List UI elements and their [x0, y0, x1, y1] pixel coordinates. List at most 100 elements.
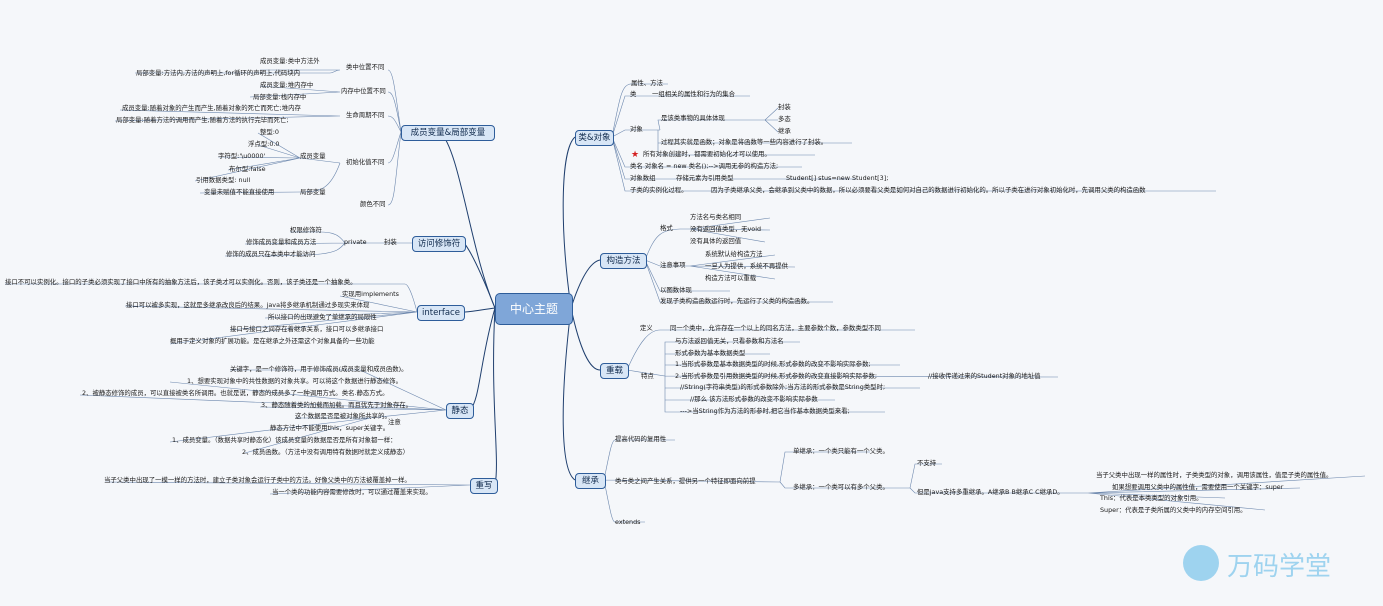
- co-item: 是该类事物的具体体现: [661, 114, 725, 122]
- mv-group-location: 类中位置不同: [346, 63, 385, 71]
- interface-item: 实现用implements: [342, 290, 399, 298]
- co-item: 继承: [778, 127, 791, 135]
- static-item: 静态方法中不能使用this，super关键字。: [270, 424, 390, 432]
- mv-item: 整型:0: [260, 128, 280, 136]
- co-item: 一组相关的属性和行为的集合: [652, 90, 736, 98]
- co-obj-array-label: 对象数组: [630, 174, 656, 182]
- co-item: 封装: [778, 103, 791, 111]
- inh-item: 多继承：一个类可以有多个父类。: [793, 483, 889, 491]
- mv-group-memory: 内存中位置不同: [341, 87, 386, 95]
- ov-item: 2.当形式参数是引用数据类型的时候,形式参数的改变直接影响实际参数;: [675, 372, 877, 380]
- ov-item: --->当String作为方法的形参时,把它当作基本数据类型来看;: [680, 407, 850, 415]
- co-item: 所有对象创建时，都需要初始化才可以使用。: [643, 150, 771, 158]
- mv-item: 局部变量:栈内存中: [253, 93, 307, 101]
- co-object-label: 对象: [630, 125, 643, 133]
- co-item: 过程其实就是函数；对象是将函数等一些内容进行了封装。: [661, 138, 828, 146]
- mv-item: 局部变量:随着方法的调用而产生,随着方法的执行完毕而死亡;: [116, 116, 289, 124]
- mv-group-color: 颜色不同: [360, 200, 386, 208]
- constructor-node[interactable]: 构造方法: [600, 253, 647, 269]
- ctor-item: 系统默认给构造方法: [705, 250, 763, 258]
- access-item: 权限修饰符: [290, 226, 322, 234]
- inh-item: 不支持: [917, 459, 937, 467]
- interface-item: 接口可以被多实现，这就是多继承改良后的结果。java将多继承机制通过多现实来体现: [126, 301, 370, 309]
- ctor-item: 一旦人为提供，系统不再提供: [705, 262, 789, 270]
- mv-item: 引用数据类型: null: [196, 176, 251, 184]
- static-item: 3、静态随着类的加载而加载。而且优先于对象存在。: [261, 401, 413, 409]
- co-item: 属性、方法: [631, 79, 663, 87]
- inh-item: 提高代码的复用性: [615, 435, 667, 443]
- ctor-notes-label: 注意事项: [660, 261, 686, 269]
- inh-item: 如果想要调用父类中的属性值，需要使用一个关键字：super: [1112, 483, 1284, 491]
- ov-item: 形式参数为基本数据类型: [675, 349, 746, 357]
- mv-item: 局部变量:方法内,方法的声明上,for循环的声明上,代码块内: [136, 69, 301, 77]
- co-item: Student[] stus=new Student[3];: [786, 174, 889, 182]
- access-modifier-node[interactable]: 访问修饰符: [412, 236, 466, 252]
- static-item: 这个数据是否是被对象所共享的。: [295, 412, 391, 420]
- static-item: 2、成员函数。（方法中没有调用特有数据时就定义成静态）: [242, 448, 410, 456]
- ov-define-label: 定义: [640, 324, 653, 332]
- inh-item: 类与类之间产生关系，提供另一个特征即面向前提: [615, 477, 756, 485]
- ctor-item: 方法名与类名相同: [690, 213, 742, 221]
- static-item: 2、被静态修饰的成员，可以直接被类名所调用。也就是说，静态的成员多了一种调用方式…: [82, 389, 389, 397]
- root-topic[interactable]: 中心主题: [495, 293, 573, 325]
- class-object-node[interactable]: 类&对象: [575, 130, 614, 146]
- access-encapsulation: 封装: [384, 238, 397, 246]
- co-item: 存储元素为引用类型: [676, 174, 734, 182]
- interface-item: 概用于定义对象的扩展功能。是在继承之外还需这个对象具备的一些功能: [170, 337, 375, 345]
- logo-icon: [1183, 545, 1219, 581]
- interface-item: 所以接口的出现避免了单继承的局限性: [268, 313, 377, 321]
- ctor-format-label: 格式: [660, 224, 673, 232]
- mv-item: 字符型:'\u0000': [218, 152, 266, 160]
- mv-group-lifecycle: 生命周期不同: [346, 111, 385, 119]
- ctor-item: 发现子类构造函数运行时，先运行了父类的构造函数。: [660, 297, 814, 305]
- ov-item: 1.当形式参数是基本数据类型的时候,形式参数的改变不影响实际参数;: [675, 360, 871, 368]
- static-item: 1、成员变量。（数据共享时静态化）该成员变量的数据是否是所有对象都一样：: [172, 436, 397, 444]
- mv-item: 成员变量:随着对象的产生而产生,随着对象的死亡而死亡;堆内存: [122, 104, 301, 112]
- co-sub-init-label: 子类的实例化过程。: [630, 186, 688, 194]
- ov-feature-label: 特点: [641, 372, 654, 380]
- inh-item: 单继承：一个类只能有一个父类。: [793, 447, 889, 455]
- co-class-label: 类: [630, 90, 637, 98]
- mv-item: 变量未赋值不能直接使用: [204, 188, 275, 196]
- inherit-node[interactable]: 继承: [575, 473, 606, 489]
- mv-local-var-label: 局部变量: [300, 188, 326, 196]
- override-item: 当子父类中出现了一模一样的方法时，建立子类对象会运行子类中的方法。好像父类中的方…: [104, 476, 411, 484]
- co-item: 因为子类继承父类，会继承到父类中的数据，所以必须要看父类是如何对自己的数据进行初…: [711, 186, 1146, 194]
- ov-item: //String(字符串类型)的形式参数除外;当方法的形式参数是String类型…: [680, 383, 886, 391]
- interface-item: 接口不可以实例化。接口的子类必须实现了接口中所有的抽象方法后，该子类才可以实例化…: [5, 278, 357, 286]
- inh-item: Super：代表是子类所属的父类中的内存空间引用。: [1100, 506, 1247, 514]
- access-item: 修饰成员变量和成员方法: [246, 238, 317, 246]
- override-node[interactable]: 重写: [470, 478, 498, 494]
- ctor-item: 构造方法可以重载: [705, 274, 757, 282]
- ov-define: 同一个类中，允许存在一个以上的同名方法，主要参数个数，参数类型不同: [670, 324, 881, 332]
- co-item: 类名 对象名 = new 类名();-->调用无参的构造方法;: [630, 162, 779, 170]
- mv-group-initial: 初始化值不同: [346, 158, 385, 166]
- interface-node[interactable]: interface: [417, 305, 465, 321]
- co-item: 多态: [778, 115, 791, 123]
- static-item: 关键字，是一个修饰符，用于修饰成员(成员变量和成员函数)。: [230, 365, 408, 373]
- ov-item: 与方法返回值无关，只看参数和方法名: [675, 337, 784, 345]
- star-icon: ★: [631, 150, 640, 160]
- mv-item: 浮点型:0.0: [248, 140, 280, 148]
- inh-item: 当子父类中出现一样的属性时，子类类型的对象，调用该属性，值是子类的属性值。: [1096, 471, 1333, 479]
- logo-text: 万码学堂: [1227, 552, 1332, 582]
- ov-item: //那么 该方法形式参数的改变不影响实际参数: [690, 395, 818, 403]
- ctor-item: 没有返回值类型，无void: [690, 225, 762, 233]
- mv-item: 成员变量:堆内存中: [260, 81, 314, 89]
- ov-item: //接收传递过来的Student对象的地址值: [928, 372, 1041, 380]
- static-node[interactable]: 静态: [446, 403, 474, 419]
- overload-node[interactable]: 重载: [600, 363, 629, 379]
- mv-item: 布尔型:false: [229, 165, 266, 173]
- static-item: 1、想要实现对象中的共性数据的对象共享。可以将这个数据进行静态修饰。: [187, 377, 402, 385]
- inh-item: This：代表是本类类型的对象引用。: [1100, 494, 1203, 502]
- access-private: private: [344, 238, 367, 246]
- static-note: 注意: [388, 418, 401, 426]
- mv-member-var-label: 成员变量: [300, 152, 326, 160]
- inh-item: 但是java支持多重继承。A继承B B继承C C继承D。: [917, 488, 1064, 496]
- inh-item: extends: [615, 518, 641, 526]
- interface-item: 接口与接口之间存在着继承关系，接口可以多继承接口: [230, 325, 384, 333]
- ctor-item: 没有具体的返回值: [690, 237, 742, 245]
- ctor-item: 以图数体现: [660, 286, 692, 294]
- member-vars-node[interactable]: 成员变量&局部变量: [401, 125, 495, 141]
